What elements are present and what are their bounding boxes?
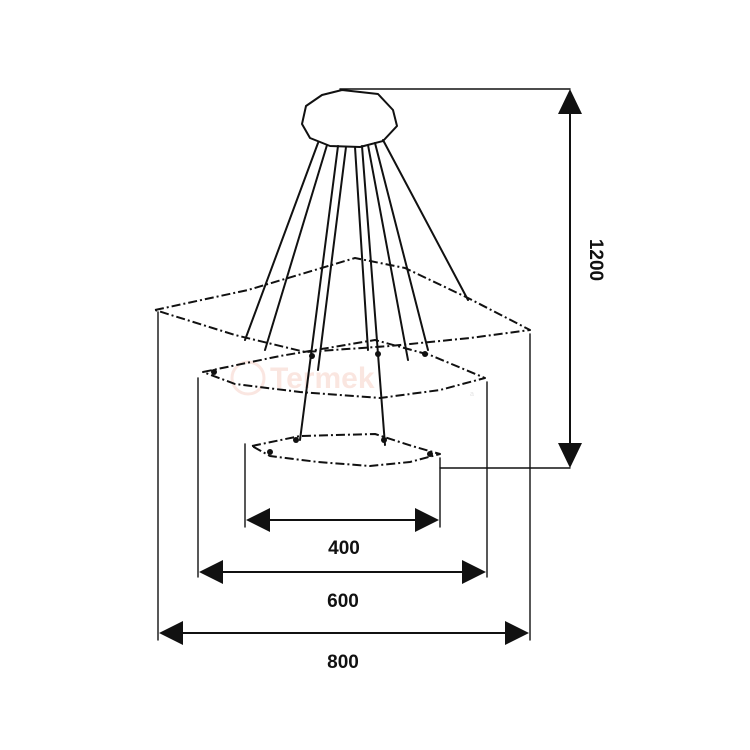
width-dimension-600: 600 (199, 560, 486, 612)
height-label: 1200 (585, 239, 606, 281)
width-dimension-400: 400 (246, 508, 439, 559)
outer-ring (154, 257, 531, 353)
watermark: Termek a (230, 360, 474, 398)
width-medium-label: 600 (327, 591, 359, 612)
middle-ring (202, 339, 486, 399)
width-extension-lines (157, 311, 531, 641)
width-small-label: 400 (328, 538, 360, 559)
width-large-label: 800 (327, 652, 359, 673)
svg-text:a: a (470, 391, 474, 398)
ring-joints (211, 351, 433, 457)
width-dimension-800: 800 (159, 621, 529, 673)
svg-text:Termek: Termek (270, 362, 375, 395)
ceiling-canopy (301, 89, 398, 148)
suspension-cables (244, 139, 469, 446)
height-dimension: 1200 (339, 88, 606, 469)
inner-ring (251, 433, 441, 467)
